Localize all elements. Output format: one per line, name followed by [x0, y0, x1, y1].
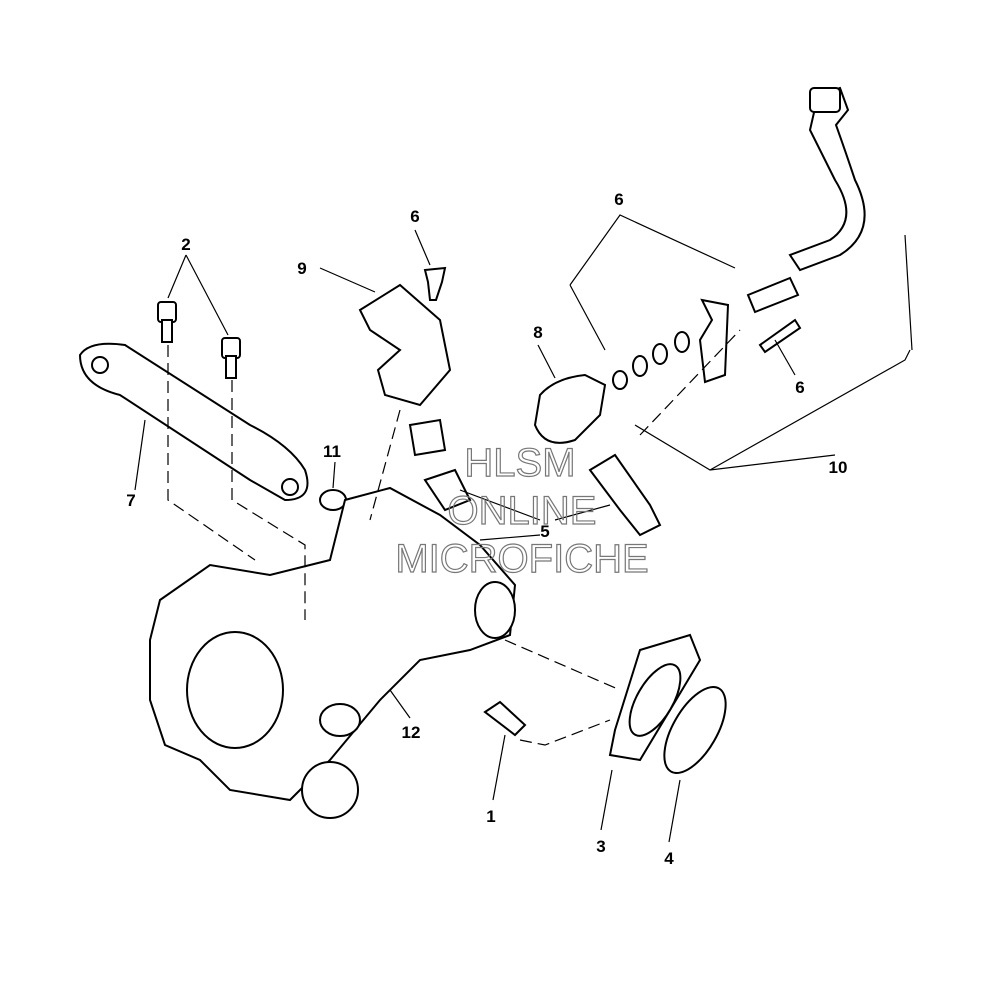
fuel-injector-part — [408, 418, 662, 537]
sensor-bolt-part — [423, 266, 447, 301]
leader-lines — [134, 214, 913, 843]
callout-9: 9 — [297, 259, 306, 278]
support-bracket-part — [78, 342, 309, 502]
callout-6: 6 — [410, 207, 419, 226]
map-sensor-part — [358, 283, 452, 407]
bracket-part — [698, 298, 730, 384]
o-rings-part — [612, 331, 690, 390]
callout-2: 2 — [181, 235, 190, 254]
fuel-rail-part — [533, 373, 607, 444]
watermark-line-2: ONLINE — [448, 489, 597, 533]
callout-11: 11 — [323, 442, 341, 461]
watermark-line-1: HLSM — [464, 441, 575, 485]
callout-10: 10 — [829, 458, 848, 477]
bolt-part — [483, 700, 527, 737]
callout-7: 7 — [126, 491, 135, 510]
watermark-line-3: MICROFICHE — [395, 537, 648, 581]
callout-1: 1 — [486, 807, 495, 826]
callout-8: 8 — [533, 323, 542, 342]
callout-12: 12 — [402, 723, 421, 742]
seal-part — [663, 686, 727, 774]
callout-3: 3 — [596, 837, 605, 856]
callout-6: 6 — [614, 190, 623, 209]
fuel-line-part — [746, 86, 866, 314]
callout-6: 6 — [795, 378, 804, 397]
callout-4: 4 — [664, 849, 674, 868]
callout-5: 5 — [540, 522, 549, 541]
cap-part — [319, 489, 347, 511]
screw-part — [758, 318, 802, 354]
